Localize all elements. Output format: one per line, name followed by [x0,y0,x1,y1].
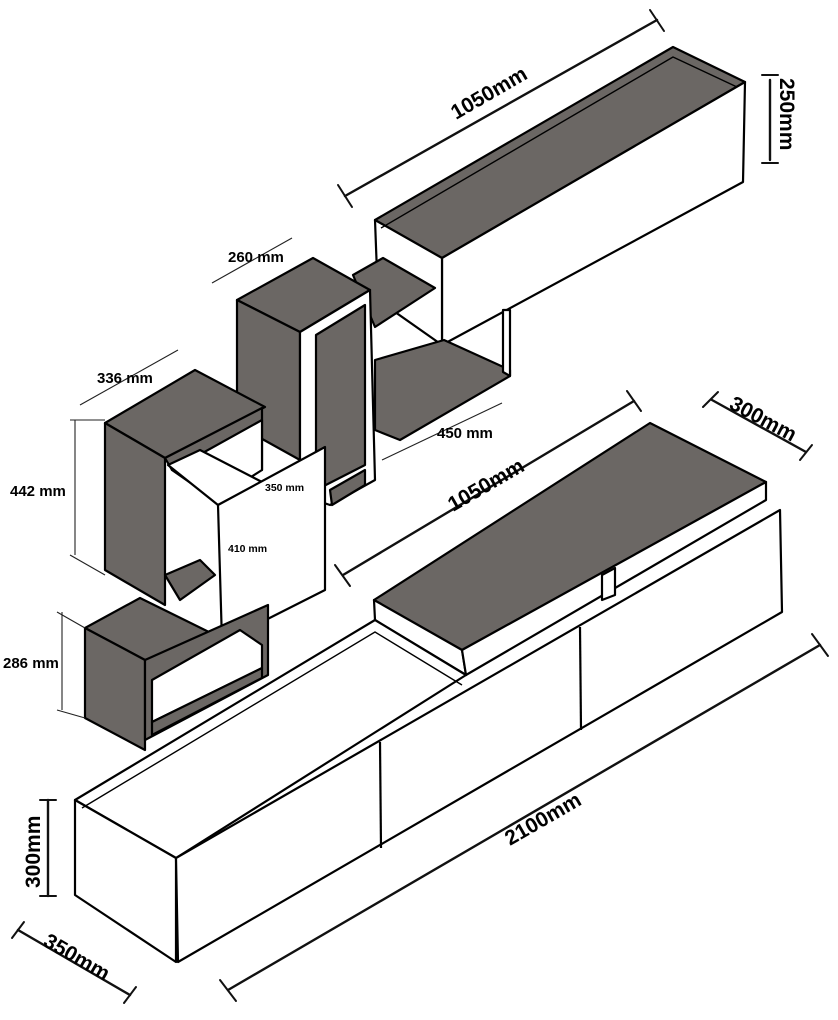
label-350: 350 mm [265,482,304,494]
dim-tick [702,391,719,408]
dim-line-middle-depth [710,398,808,454]
left-shelf-lower-board [163,558,217,602]
left-shelf-side-wall [103,421,167,607]
cube-front-door [216,445,327,644]
dim-base-height: 300mm [22,798,57,898]
dim-tick [56,709,86,719]
small-shelf-opening [150,628,264,724]
dim-tick [649,9,665,32]
dim-286: 286 mm [3,611,86,719]
label-middle-width: 1050mm [444,454,528,516]
label-336: 336 mm [97,370,153,387]
label-450: 450 mm [437,425,493,442]
dim-line-top-width [343,18,659,198]
shelf-unit-450 [351,256,512,442]
dim-450: 450 mm [381,402,503,461]
dim-line-336 [79,349,179,406]
dim-middle-depth: 300mm [702,391,813,461]
dim-tick [799,444,813,461]
left-shelf-unit [103,368,267,607]
dim-tick [69,554,106,576]
dim-top-height: 250mm [761,74,798,164]
dim-tick [811,633,829,657]
tall-shelf-inner-back [314,303,367,492]
dim-line-450 [381,402,503,461]
base-side-face [73,798,178,964]
tall-shelf-unit [235,256,377,507]
dim-tick [334,564,351,587]
dim-tick [626,390,642,412]
label-286: 286 mm [3,655,59,672]
dim-tick [11,921,25,939]
small-shelf-floor [150,666,264,737]
dim-tick [56,611,86,629]
label-base-width: 2100mm [501,788,585,850]
dim-line-base-width [226,643,822,992]
base-front-face [174,508,784,964]
dim-442: 442 mm [10,419,106,576]
label-middle-depth: 300mm [726,392,801,446]
cube-cabinet [166,445,327,644]
base-tv-unit [73,508,784,964]
base-door-divider-2 [578,626,583,731]
base-top-edge [81,631,463,809]
top-cabinet-edge [380,56,738,229]
dim-line-middle-width [341,399,636,577]
dim-line-260 [211,237,293,284]
base-door-divider-1 [378,741,383,849]
label-410: 410 mm [228,543,267,555]
small-shelf-unit [83,596,270,752]
label-base-height: 300mm [22,816,45,888]
top-wall-cabinet [373,45,747,347]
dim-336: 336 mm [79,349,179,406]
dim-tick [123,986,137,1004]
shelf-right-post [501,308,512,378]
label-442: 442 mm [10,483,66,500]
dim-tick [219,979,237,1002]
dim-260: 260 mm [211,237,293,284]
tall-shelf-floor [328,468,367,507]
dim-tick [337,184,353,208]
middle-top-board [372,421,768,677]
dim-line-base-depth [16,928,132,997]
label-260: 260 mm [228,249,284,266]
middle-board-support [600,566,617,602]
label-top-height: 250mm [775,78,798,150]
small-shelf-side-wall [83,626,147,752]
label-base-depth: 350mm [40,929,114,985]
dim-base-depth: 350mm [11,921,137,1004]
